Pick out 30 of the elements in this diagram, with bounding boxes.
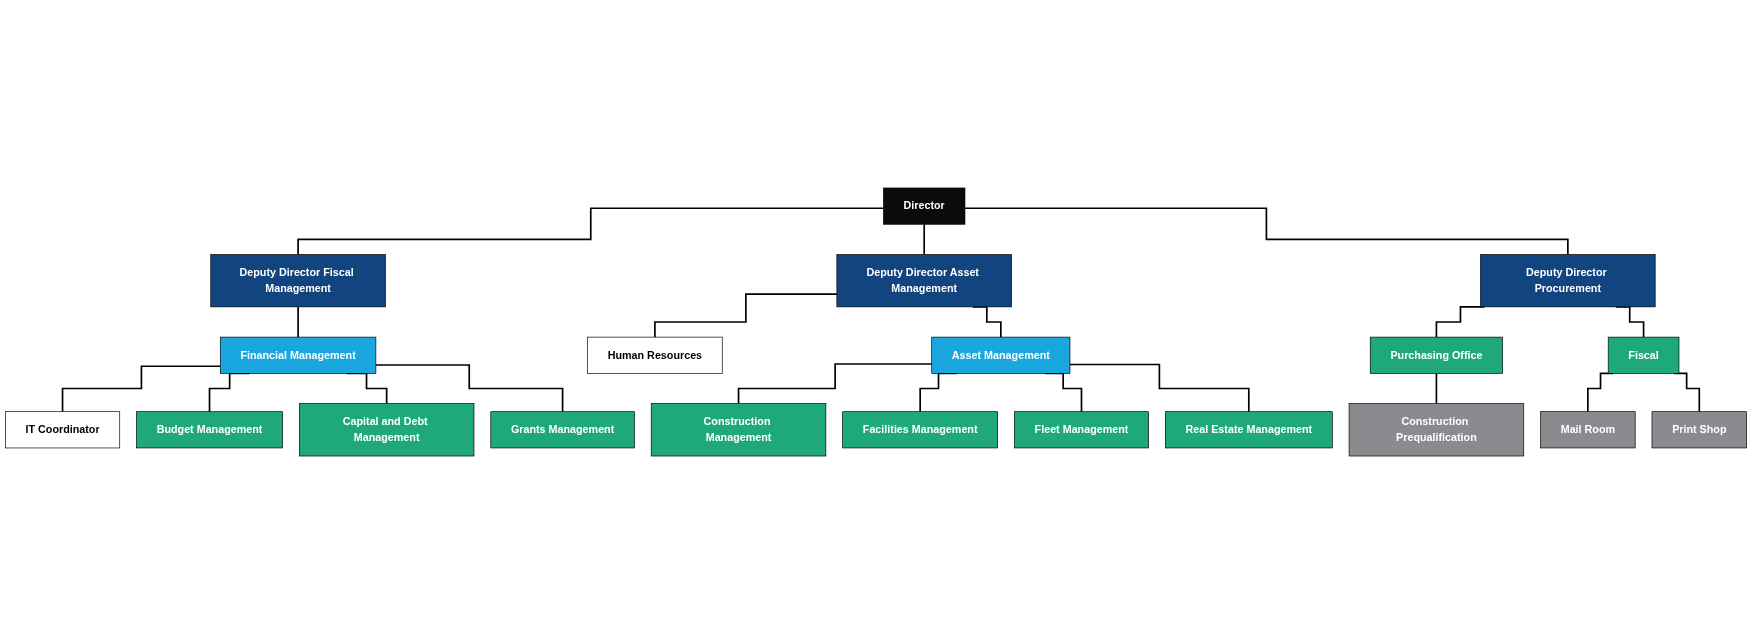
node-box: Fiscal [1607,336,1680,374]
connector [1435,372,1438,405]
connector [737,363,933,405]
node-box: Human Resources [587,336,723,374]
connector [375,364,564,413]
node-box: Construction Prequalification [1348,403,1525,457]
connector [61,365,222,413]
node-box: Budget Management [136,411,283,449]
connector [654,293,838,338]
node-box: IT Coordinator [5,411,121,449]
node-box: Fleet Management [1014,411,1149,449]
node-box: Deputy Director Procurement [1480,254,1656,308]
node-box: Grants Management [490,411,635,449]
node-box: Print Shop [1651,411,1747,449]
node-box: Facilities Management [842,411,998,449]
connector [297,306,299,338]
node-box: Deputy Director Asset Management [836,254,1012,308]
connector [964,207,1569,256]
node-box: Deputy Director Fiscal Management [210,254,386,308]
node-box: Capital and Debt Management [299,403,475,457]
connector [1069,363,1250,413]
node-box: Construction Management [650,403,827,457]
node-box: Real Estate Management [1165,411,1333,449]
node-box: Director [883,187,966,225]
node-box: Asset Management [931,336,1071,374]
node-box: Purchasing Office [1369,336,1503,374]
node-box: Mail Room [1540,411,1636,449]
connector [297,207,885,256]
connector [923,223,926,256]
node-box: Financial Management [219,336,377,374]
